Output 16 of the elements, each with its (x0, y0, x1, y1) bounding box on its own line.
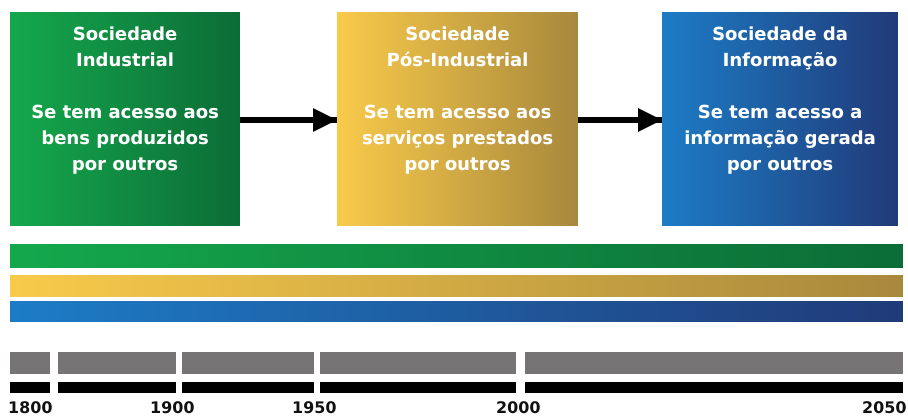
box-description: Se tem acesso a informação gerada por outros (683, 101, 877, 177)
process-box (10, 12, 240, 226)
process-box (662, 12, 898, 226)
process-box (337, 12, 578, 226)
box-title: Sociedade Pós-Industrial (386, 23, 530, 73)
box-title: Sociedade Industrial (72, 23, 178, 73)
box-description: Se tem acesso aos serviços prestados por outros (360, 101, 554, 177)
arrow (578, 108, 662, 132)
box-title: Sociedade da Informação (711, 23, 849, 73)
box-description: Se tem acesso aos bens produzidos por outros (30, 101, 220, 177)
year-label: 1900 (150, 398, 195, 417)
year-label: 2000 (496, 398, 541, 417)
arrow (240, 108, 337, 132)
year-label: 1950 (292, 398, 337, 417)
year-label: 1800 (8, 398, 53, 417)
year-label: 2050 (862, 398, 907, 417)
